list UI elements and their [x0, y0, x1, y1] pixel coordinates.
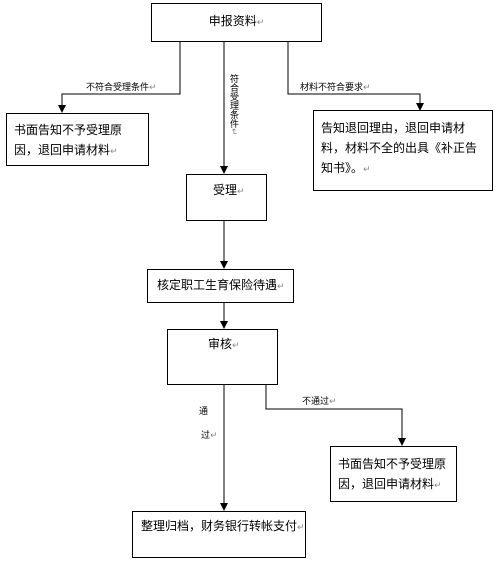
paragraph-mark-icon: ↵	[210, 431, 218, 441]
edge-material-not-meet	[287, 42, 424, 111]
paragraph-mark-icon: ↵	[228, 128, 238, 136]
node-archive: 整理归档，财务银行转帐支付↵	[132, 511, 306, 558]
node-reject-condition: 书面告知不予受理原因，退回申请材料↵	[6, 113, 149, 166]
label-not-meet: 不符合受理条件↵	[86, 83, 157, 93]
paragraph-mark-icon: ↵	[149, 83, 157, 93]
label-meet: 符合受理条件↵	[228, 74, 238, 136]
paragraph-mark-icon: ↵	[329, 397, 337, 407]
edge-not-meet	[58, 42, 181, 113]
paragraph-mark-icon: ↵	[232, 341, 240, 351]
node-determine: 核定职工生育保险待遇↵	[147, 269, 294, 303]
paragraph-mark-icon: ↵	[110, 147, 118, 157]
node-review: 审核↵	[167, 329, 278, 385]
node-reject-review: 书面告知不予受理原因，退回申请材料↵	[330, 446, 457, 502]
paragraph-mark-icon: ↵	[363, 165, 371, 175]
edge-not-pass	[265, 385, 406, 446]
paragraph-mark-icon: ↵	[434, 481, 442, 491]
label-material-not-meet: 材料不符合要求↵	[300, 83, 371, 93]
node-accept: 受理↵	[186, 174, 267, 221]
paragraph-mark-icon: ↵	[363, 83, 371, 93]
node-submit: 申报资料↵	[151, 3, 322, 42]
paragraph-mark-icon: ↵	[297, 523, 305, 533]
paragraph-mark-icon: ↵	[256, 18, 265, 28]
label-pass-1: 通	[199, 407, 209, 417]
paragraph-mark-icon: ↵	[237, 187, 245, 197]
label-not-pass: 不通过↵	[302, 397, 337, 407]
paragraph-mark-icon: ↵	[277, 282, 285, 292]
label-pass-2: 过↵	[201, 431, 218, 441]
node-notice-correction: 告知退回理由，退回申请材料，材料不全的出具《补正告知书》。↵	[313, 110, 493, 191]
